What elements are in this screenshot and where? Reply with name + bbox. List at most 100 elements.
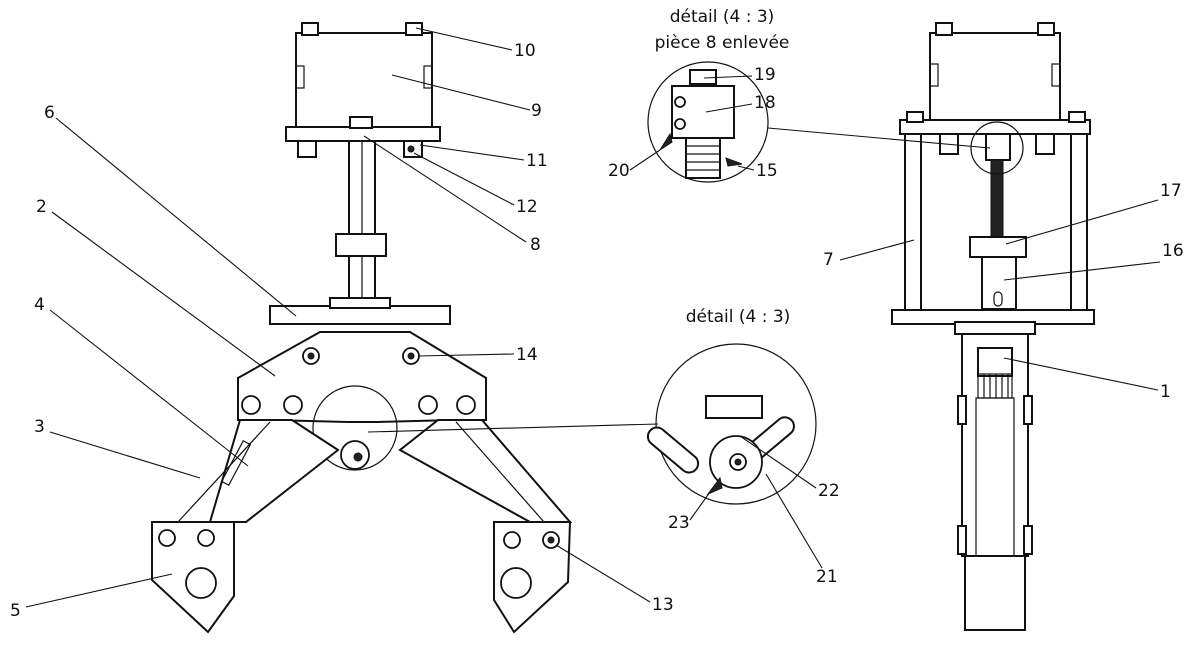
screw-head [1037,22,1055,36]
side-tab [957,525,967,555]
leader-lines [25,27,1161,608]
leader-1 [1003,357,1159,391]
leader-18 [705,103,753,113]
pivot-pin-center [407,352,415,360]
detail-b: détail (4 : 3) [367,307,817,505]
leader-8 [363,135,527,243]
pointer-arrow [706,476,723,496]
detail-b-title: détail (4 : 3) [686,307,791,327]
callout-5: 5 [10,601,21,621]
callout-10: 10 [514,41,536,61]
leader-17 [1005,199,1159,245]
right-arm-edge [455,421,545,523]
detail-a-title-line2: pièce 8 enlevée [655,33,790,53]
top-plate [285,126,441,142]
callout-18: 18 [754,93,776,113]
callout-4: 4 [34,295,45,315]
screw-head [1068,111,1086,123]
finger-hole [158,529,176,547]
callout-21: 21 [816,567,838,587]
leader-10 [415,27,513,51]
lead-screw [990,159,1004,239]
side-view [891,22,1095,631]
callout-9: 9 [531,101,542,121]
set-screw [674,96,686,108]
callout-2: 2 [36,197,47,217]
callout-16: 16 [1162,241,1184,261]
screw-head [301,22,319,36]
part-15-thread [685,137,721,179]
callout-23: 23 [668,513,690,533]
leader-6 [55,117,297,317]
nut [297,140,317,158]
part-19 [689,69,717,85]
pointer-arrow [659,132,673,151]
leader-16 [1003,261,1161,281]
hub-detail [705,395,763,419]
motor-slot [1051,63,1061,87]
detail-a-connector [767,127,991,149]
leader-20 [629,149,661,171]
motor-slot [295,65,305,89]
carriage-slot [993,291,1003,307]
leader-2 [51,211,276,377]
bolt-end [407,145,415,153]
screw-coupler [985,133,1011,161]
callout-17: 17 [1160,181,1182,201]
roller-top [977,347,1013,377]
callout-19: 19 [754,65,776,85]
link-left [646,426,700,474]
finger-large-hole [185,567,217,599]
roller-axle [353,452,363,462]
callout-6: 6 [44,103,55,123]
callout-12: 12 [516,197,538,217]
mount-hole [456,395,476,415]
mount-hole [283,395,303,415]
finger-hole [503,531,521,549]
callout-7: 7 [823,250,834,270]
callout-13: 13 [652,595,674,615]
leader-9 [391,74,531,111]
leader-15 [737,165,755,171]
callout-11: 11 [526,151,548,171]
mount-hole [418,395,438,415]
right-column [1070,133,1088,311]
screw-head [935,22,953,36]
leader-4 [49,309,249,467]
left-arm-slot [220,440,252,486]
pivot-pin-center [307,352,315,360]
callout-8: 8 [530,235,541,255]
left-column [904,133,922,311]
callout-20: 20 [608,161,630,181]
side-tab [1023,395,1033,425]
nut [1035,133,1055,155]
right-finger [493,521,572,634]
side-tab [1023,525,1033,555]
motor-housing [295,32,433,129]
mount-hole [241,395,261,415]
finger-hole [197,529,215,547]
leader-11 [419,144,525,161]
callout-labels: 1 2 3 4 5 6 7 8 9 10 11 12 13 14 15 16 1… [10,41,1184,621]
part-18 [671,85,735,139]
column-clamp [335,233,387,257]
callout-14: 14 [516,345,538,365]
front-view [151,22,573,634]
callout-3: 3 [34,417,45,437]
screw-head [906,111,924,123]
right-arm-outer [398,419,573,523]
detail-a-title-line1: détail (4 : 3) [670,7,775,27]
shaft-collar [349,116,373,129]
hub-side [954,321,1036,335]
set-screw [674,118,686,130]
side-tab [957,395,967,425]
screw-nut [969,236,1027,258]
callout-22: 22 [818,481,840,501]
detail-a: détail (4 : 3) pièce 8 enlevée [647,7,991,183]
leader-22 [739,435,817,489]
leader-19 [703,75,753,79]
finger-side [964,555,1026,631]
detail-b-connector [367,423,659,433]
callout-1: 1 [1160,382,1171,402]
motor-slot [423,65,433,89]
